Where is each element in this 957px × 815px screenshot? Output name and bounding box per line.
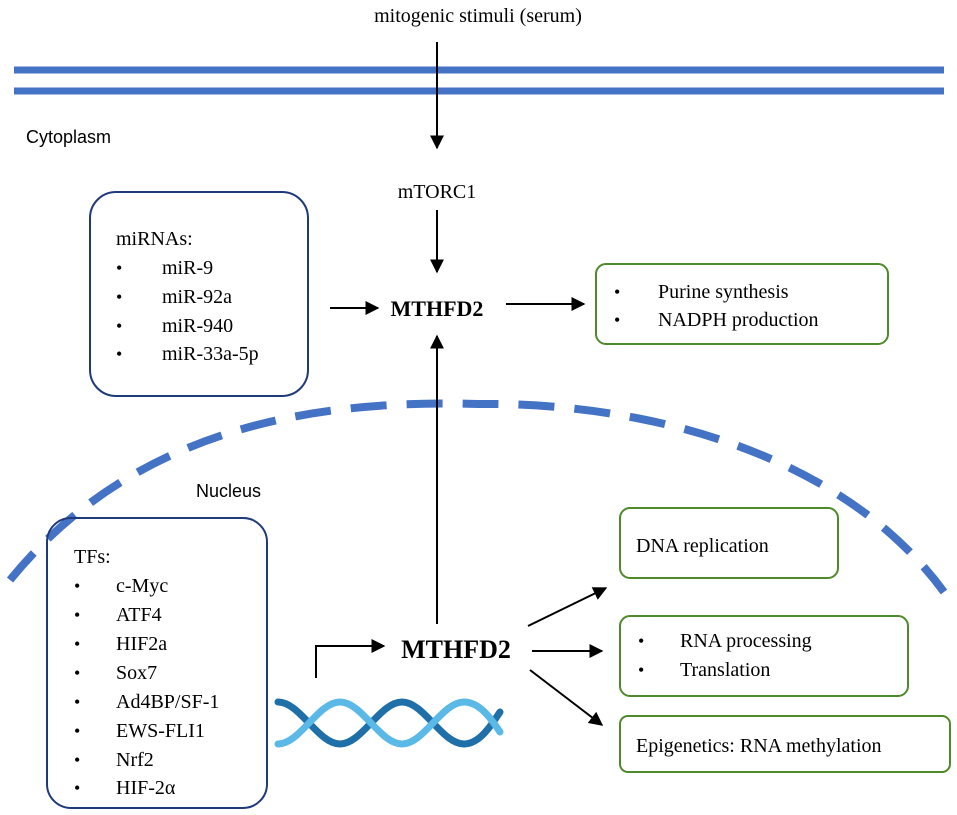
nuclear-membrane [6, 399, 948, 595]
list-item: miR-9 [162, 257, 213, 279]
purine-synthesis-label: Purine synthesis [658, 281, 789, 303]
list-item: Sox7 [116, 662, 157, 684]
list-item: c-Myc [116, 575, 168, 597]
list-bullet: • [638, 631, 644, 651]
mtorc1-label: mTORC1 [398, 181, 477, 203]
mirna-list: • miR-9 • miR-92a • miR-940 • miR-33a-5p [116, 257, 259, 365]
dna-replication-label: DNA replication [636, 535, 769, 557]
tf-list: • c-Myc • ATF4 • HIF2a • Sox7 • Ad4BP/SF… [74, 575, 219, 799]
epigenetics-box [619, 715, 951, 773]
arrow-mthfd2-to-dna-replication [527, 587, 608, 627]
list-item: Ad4BP/SF-1 [116, 691, 219, 713]
nadph-production-label: NADPH production [658, 309, 819, 331]
list-item: Nrf2 [116, 749, 154, 771]
list-item: HIF-2α [116, 777, 176, 799]
dna-replication-box [619, 507, 839, 579]
list-bullet: • [74, 605, 80, 625]
mirna-box-title: miRNAs: [116, 228, 193, 250]
list-bullet: • [614, 282, 620, 302]
rna-processing-label: RNA processing [680, 630, 812, 652]
tf-box-title: TFs: [74, 546, 111, 568]
list-bullet: • [74, 663, 80, 683]
list-bullet: • [116, 344, 122, 364]
arrow-dna-to-mthfd2 [315, 639, 386, 678]
tf-box [46, 517, 268, 809]
dna-helix-icon [274, 698, 504, 748]
list-bullet: • [74, 778, 80, 798]
rna-processing-box [619, 615, 909, 697]
mirna-box [89, 191, 309, 397]
list-bullet: • [116, 316, 122, 336]
mthfd2-nucleus-label: MTHFD2 [401, 635, 511, 664]
cytoplasm-label: Cytoplasm [26, 127, 111, 147]
list-item: HIF2a [116, 633, 167, 655]
list-bullet: • [614, 310, 620, 330]
list-item: miR-33a-5p [162, 343, 259, 365]
list-bullet: • [74, 692, 80, 712]
list-item: miR-92a [162, 286, 232, 308]
mthfd2-cytoplasm-label: MTHFD2 [391, 296, 484, 321]
translation-label: Translation [680, 659, 770, 681]
list-bullet: • [74, 721, 80, 741]
list-bullet: • [74, 576, 80, 596]
epigenetics-label: Epigenetics: RNA methylation [636, 735, 882, 757]
list-item: EWS-FLI1 [116, 720, 205, 742]
nucleus-label: Nucleus [196, 481, 261, 501]
list-item: miR-940 [162, 315, 233, 337]
metabolism-box [595, 263, 889, 345]
list-bullet: • [116, 258, 122, 278]
list-bullet: • [116, 287, 122, 307]
stimulus-label: mitogenic stimuli (serum) [374, 5, 582, 27]
list-bullet: • [74, 634, 80, 654]
list-item: ATF4 [116, 604, 162, 626]
list-bullet: • [638, 660, 644, 680]
list-bullet: • [74, 750, 80, 770]
arrow-mthfd2-to-epigenetics [529, 669, 604, 726]
